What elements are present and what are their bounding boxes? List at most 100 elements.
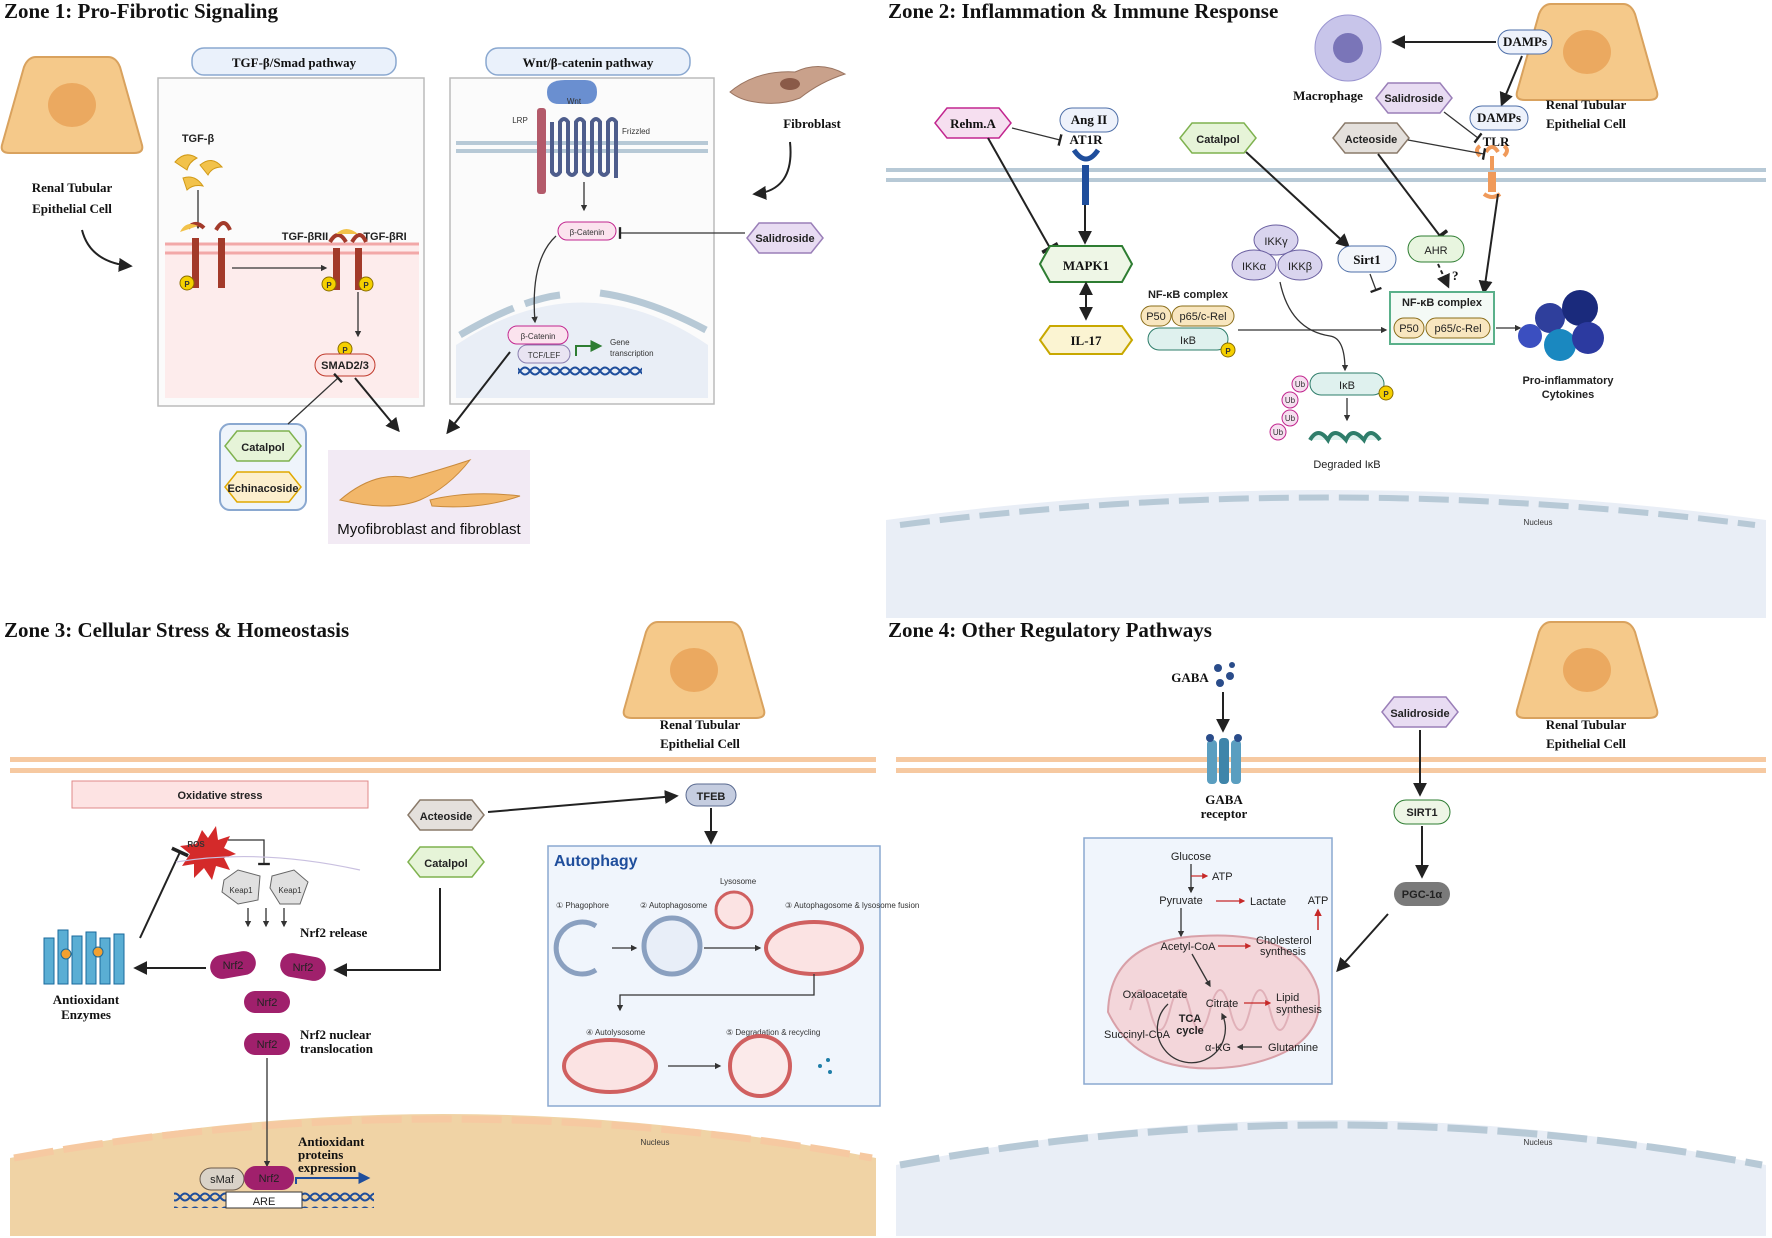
nrf2-nuclear-node bbox=[244, 1166, 294, 1190]
damps-node-2 bbox=[1469, 105, 1529, 131]
degradation-icon bbox=[728, 1034, 792, 1098]
zone-2: Zone 2: Inflammation & Immune Response N… bbox=[886, 0, 1766, 618]
svg-text:expression: expression bbox=[298, 1160, 357, 1175]
smaf-node bbox=[199, 1167, 245, 1191]
svg-text:IKKα: IKKα bbox=[1242, 261, 1267, 273]
acteoside-label: Acteoside bbox=[420, 811, 473, 823]
svg-text:P50: P50 bbox=[1146, 311, 1166, 323]
nrf2-node bbox=[244, 1033, 290, 1055]
ang2-node bbox=[1059, 107, 1119, 133]
sirt1-node bbox=[1337, 245, 1397, 273]
rehm-label: Rehm.A bbox=[950, 116, 996, 131]
at1r-receptor-icon bbox=[1071, 148, 1101, 162]
svg-text:Sirt1: Sirt1 bbox=[1353, 252, 1380, 267]
svg-text:Nrf2: Nrf2 bbox=[293, 962, 314, 974]
svg-text:synthesis: synthesis bbox=[1276, 1004, 1322, 1016]
nrf2-node bbox=[280, 953, 326, 981]
svg-text:Keap1: Keap1 bbox=[278, 886, 302, 895]
tgf-title-pill bbox=[191, 47, 397, 76]
renal-cell-icon bbox=[0, 56, 144, 154]
svg-text:GABA: GABA bbox=[1205, 792, 1243, 807]
svg-text:Nrf2: Nrf2 bbox=[257, 1039, 278, 1051]
svg-text:Ub: Ub bbox=[1285, 396, 1296, 405]
svg-text:IκB: IκB bbox=[1180, 335, 1196, 347]
antioxidant-enzymes-icon bbox=[43, 929, 125, 985]
svg-text:P: P bbox=[326, 281, 332, 290]
gene-label: Gene bbox=[610, 338, 630, 347]
svg-text:Oxaloacetate: Oxaloacetate bbox=[1123, 989, 1188, 1001]
smad-label: SMAD2/3 bbox=[321, 360, 369, 372]
dna-icon bbox=[518, 366, 642, 380]
svg-text:② Autophagosome: ② Autophagosome bbox=[640, 901, 708, 910]
smad-node bbox=[314, 353, 376, 377]
svg-text:Autophagy: Autophagy bbox=[554, 853, 638, 870]
svg-text:β-Catenin: β-Catenin bbox=[521, 332, 556, 341]
svg-text:Lysosome: Lysosome bbox=[720, 877, 757, 886]
svg-text:Oxidative stress: Oxidative stress bbox=[178, 790, 263, 802]
wnt-title-pill bbox=[485, 47, 691, 76]
svg-text:Ub: Ub bbox=[1295, 380, 1306, 389]
svg-text:Acetyl-CoA: Acetyl-CoA bbox=[1160, 941, 1216, 953]
svg-text:Renal Tubular: Renal Tubular bbox=[660, 717, 741, 732]
svg-text:Nrf2 release: Nrf2 release bbox=[300, 925, 367, 940]
wnt-label: Wnt bbox=[567, 97, 582, 106]
tfeb-node bbox=[685, 783, 737, 807]
autolysosome-icon bbox=[562, 1038, 658, 1094]
are-box bbox=[225, 1191, 303, 1209]
tgf-beta-label: TGF-β bbox=[182, 133, 215, 145]
svg-text:ATP: ATP bbox=[1308, 895, 1329, 907]
svg-text:ROS: ROS bbox=[187, 840, 205, 849]
wnt-box-title: Wnt/β-catenin pathway bbox=[523, 55, 654, 70]
mapk1-label: MAPK1 bbox=[1063, 258, 1109, 273]
sirt1-node bbox=[1393, 799, 1451, 825]
ubiquitin-chain bbox=[1269, 375, 1309, 441]
svg-text:Pro-inflammatory: Pro-inflammatory bbox=[1522, 375, 1614, 387]
svg-text:SIRT1: SIRT1 bbox=[1406, 807, 1437, 819]
svg-text:AHR: AHR bbox=[1424, 245, 1447, 257]
svg-text:PGC-1α: PGC-1α bbox=[1402, 889, 1443, 901]
phagophore-icon bbox=[553, 919, 598, 977]
svg-text:③ Autophagosome & lysosome fus: ③ Autophagosome & lysosome fusion bbox=[785, 901, 919, 910]
svg-text:ARE: ARE bbox=[253, 1196, 276, 1208]
lrp-label: LRP bbox=[512, 116, 528, 125]
svg-text:Renal Tubular: Renal Tubular bbox=[1546, 97, 1627, 112]
tcf-lef-label: TCF/LEF bbox=[528, 351, 561, 360]
svg-text:Degraded IκB: Degraded IκB bbox=[1313, 459, 1380, 471]
svg-text:NF-κB complex: NF-κB complex bbox=[1402, 297, 1483, 309]
tgf-beta-ligand-icon bbox=[174, 154, 224, 191]
b-catenin-nuclear-node bbox=[507, 325, 569, 345]
gaba-molecules-icon bbox=[1214, 662, 1235, 687]
tgf-receptor-active-icon: P P bbox=[321, 229, 374, 292]
lysosome-icon bbox=[714, 890, 754, 930]
zone-4-nucleus bbox=[896, 1120, 1766, 1236]
tgf-rii-label: TGF-βRII bbox=[282, 231, 328, 243]
svg-text:receptor: receptor bbox=[1201, 806, 1248, 821]
svg-text:Citrate: Citrate bbox=[1206, 998, 1238, 1010]
svg-text:Nucleus: Nucleus bbox=[1524, 1138, 1553, 1147]
renal-cell-icon bbox=[622, 621, 766, 719]
svg-text:translocation: translocation bbox=[300, 1041, 374, 1056]
tcf-lef-node bbox=[517, 344, 571, 364]
wnt-ligand-icon bbox=[547, 80, 597, 104]
zone-1: Zone 1: Pro-Fibrotic Signaling Renal Tub… bbox=[0, 0, 847, 544]
zone-3-nucleus bbox=[10, 1114, 876, 1236]
keap1-icon bbox=[221, 869, 261, 905]
catalpol-label: Catalpol bbox=[241, 442, 284, 454]
svg-text:Epithelial Cell: Epithelial Cell bbox=[1546, 116, 1626, 131]
svg-text:Nrf2: Nrf2 bbox=[223, 960, 244, 972]
gaba-label: GABA bbox=[1171, 670, 1209, 685]
svg-text:P: P bbox=[342, 346, 348, 355]
svg-text:transcription: transcription bbox=[610, 349, 654, 358]
tgf-ri-label: TGF-βRI bbox=[363, 231, 406, 243]
svg-text:Epithelial Cell: Epithelial Cell bbox=[1546, 736, 1626, 751]
nucleus-label: Nucleus bbox=[1524, 518, 1553, 527]
svg-text:Antioxidant: Antioxidant bbox=[53, 992, 120, 1007]
b-catenin-node bbox=[557, 221, 617, 241]
svg-text:Enzymes: Enzymes bbox=[61, 1007, 111, 1022]
ikk-complex: IKKγ IKKα IKKβ bbox=[1231, 224, 1323, 281]
zone-4: Zone 4: Other Regulatory Pathways Nucleu… bbox=[888, 618, 1766, 1236]
damps-node bbox=[1497, 29, 1553, 55]
svg-text:Lipid: Lipid bbox=[1276, 992, 1299, 1004]
svg-text:synthesis: synthesis bbox=[1260, 946, 1306, 958]
